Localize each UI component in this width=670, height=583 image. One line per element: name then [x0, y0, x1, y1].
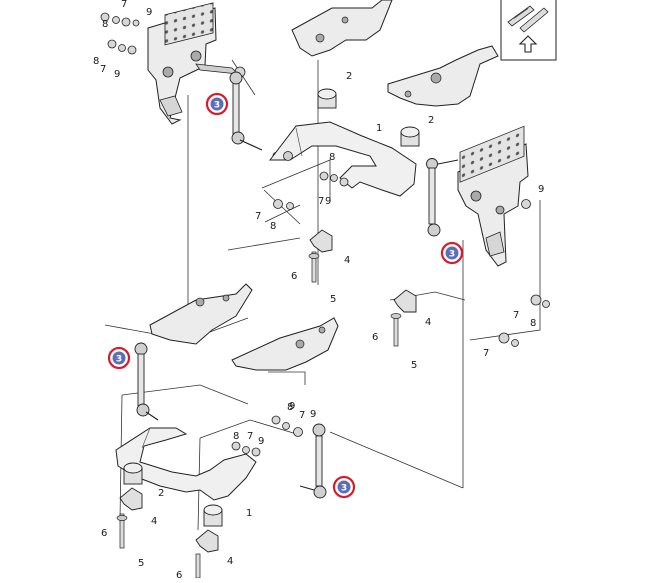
- right-mounting-bracket: [457, 125, 529, 267]
- upper-right-bracket: [387, 45, 499, 107]
- part-label: 9: [289, 401, 295, 412]
- part-label: 5: [411, 360, 417, 371]
- callout-label: 3: [449, 250, 455, 260]
- part-label: 6: [176, 570, 182, 578]
- part-label: 9: [538, 184, 544, 195]
- part-label: 7: [513, 310, 519, 321]
- part-label: 8: [233, 431, 239, 442]
- part-label: 7: [255, 211, 261, 222]
- callout-badge-lower-right: 3: [332, 475, 356, 499]
- part-label: 9: [325, 196, 331, 207]
- stabilizer-link-right: [426, 158, 459, 237]
- part-label: 8: [102, 19, 108, 30]
- part-label: 9: [114, 69, 120, 80]
- upper-center-bracket: [291, 0, 393, 57]
- upper-left-mounting-bracket: [147, 2, 217, 125]
- callout-label: 3: [341, 484, 347, 494]
- lower-left-bracket: [149, 283, 253, 345]
- lower-trailing-arm: [115, 427, 257, 501]
- bushing-lower-left: [123, 462, 143, 485]
- clamp-center-upper: [308, 229, 333, 283]
- part-label: 4: [151, 516, 157, 527]
- part-label: 6: [291, 271, 297, 282]
- part-label: 7: [100, 64, 106, 75]
- part-label: 4: [344, 255, 350, 266]
- part-label: 9: [258, 436, 264, 447]
- callout-badge-upper-left: 3: [205, 92, 229, 116]
- part-label: 5: [138, 558, 144, 569]
- part-label: 7: [121, 0, 127, 10]
- part-label: 2: [158, 488, 164, 499]
- stabilizer-link-upper-left: [229, 71, 282, 161]
- callout-label: 3: [214, 101, 220, 111]
- clamp-lower-center: [195, 529, 219, 579]
- part-label: 8: [93, 56, 99, 67]
- part-label: 8: [287, 402, 293, 413]
- up-arrow-icon: [518, 35, 538, 53]
- upper-trailing-arm: [268, 121, 417, 197]
- part-label: 1: [376, 123, 382, 134]
- part-label: 2: [428, 115, 434, 126]
- part-label: 5: [330, 294, 336, 305]
- bushing-upper-right: [400, 126, 420, 147]
- callout-label: 3: [116, 355, 122, 365]
- part-label: 8: [270, 221, 276, 232]
- bushing-lower-center: [203, 504, 223, 527]
- clip-icon: [507, 5, 549, 33]
- part-label: 4: [425, 317, 431, 328]
- orientation-inset: [500, 0, 557, 61]
- part-label: 7: [299, 410, 305, 421]
- clamp-lower-left: [116, 487, 143, 549]
- part-label: 8: [329, 152, 335, 163]
- callout-badge-right: 3: [440, 241, 464, 265]
- part-labels: 1 1 2 2 2 4 4 4 4 5 5 5 6 6 6 6 7 7 7 7 …: [93, 0, 544, 581]
- fastener-stack-lower: [231, 415, 303, 457]
- bushing-upper-center: [317, 88, 337, 109]
- part-label: 9: [310, 409, 316, 420]
- part-label: 6: [372, 332, 378, 343]
- part-label: 7: [483, 348, 489, 359]
- part-label: 9: [146, 7, 152, 18]
- lower-center-bracket: [231, 317, 339, 371]
- clamp-right-upper: [390, 289, 417, 347]
- fastener-stack-right: [498, 199, 550, 347]
- part-label: 6: [101, 528, 107, 539]
- part-label: 7: [247, 431, 253, 442]
- callout-badge-left: 3: [107, 346, 131, 370]
- part-label: 4: [227, 556, 233, 567]
- stabilizer-link-left: [134, 342, 159, 421]
- part-label: 1: [246, 508, 252, 519]
- part-label: 8: [530, 318, 536, 329]
- stabilizer-link-lower-right: [299, 423, 327, 499]
- fastener-stack-center: [273, 171, 349, 210]
- part-label: 2: [346, 71, 352, 82]
- part-label: 7: [318, 196, 324, 207]
